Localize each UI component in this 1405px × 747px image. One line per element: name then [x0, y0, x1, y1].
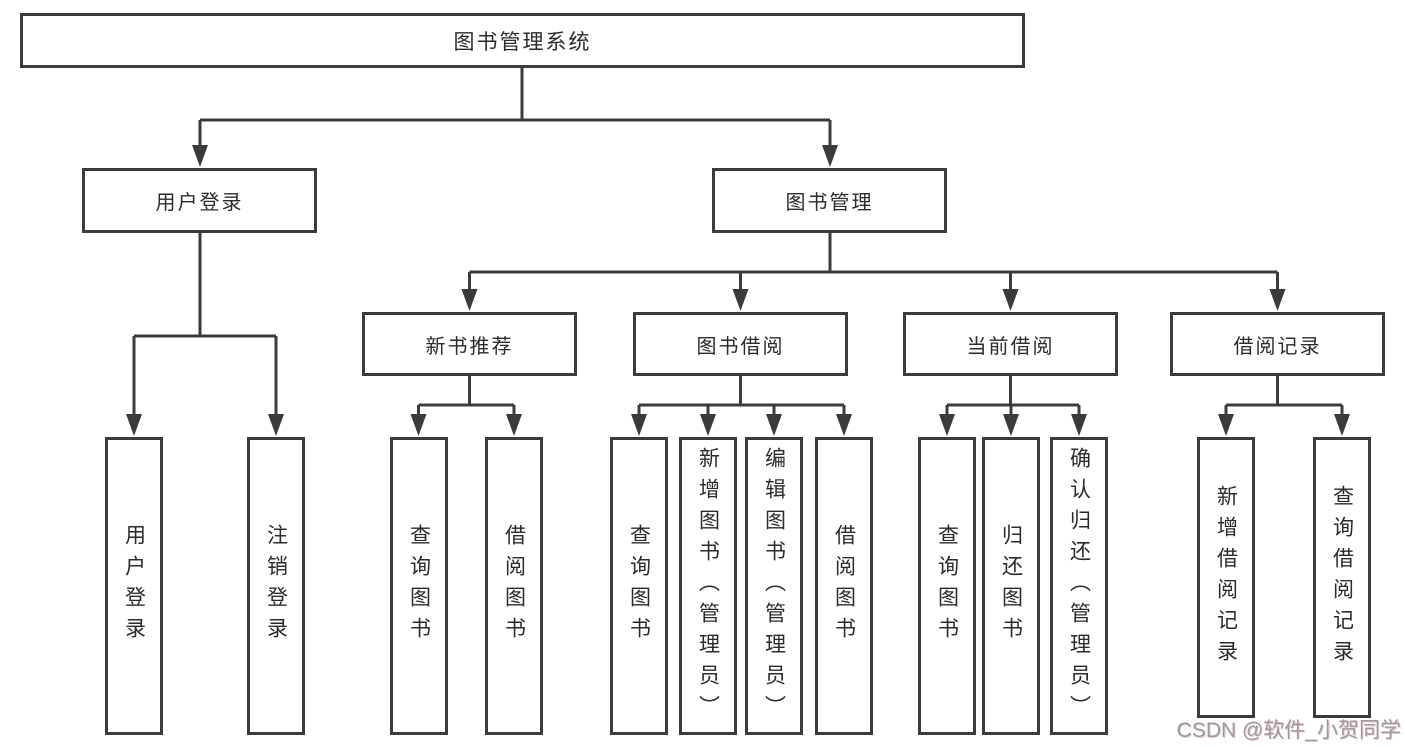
- watermark: CSDN @软件_小贺同学: [1176, 719, 1401, 742]
- node-borrow-books-recommend: 借阅图书: [485, 437, 543, 735]
- node-root: 图书管理系统: [20, 13, 1025, 68]
- node-label: 用户登录: [122, 524, 146, 648]
- node-borrow-records: 借阅记录: [1170, 312, 1385, 376]
- node-add-borrow-record: 新增借阅记录: [1197, 437, 1255, 718]
- node-book-management: 图书管理: [712, 168, 947, 233]
- node-label: 查询借阅记录: [1330, 484, 1354, 671]
- node-label: 查询图书: [935, 524, 959, 648]
- node-return-book: 归还图书: [982, 437, 1040, 735]
- node-book-borrow: 图书借阅: [633, 312, 848, 376]
- node-label: 确认归还（管理员）: [1067, 446, 1091, 726]
- node-label: 新增图书（管理员）: [696, 446, 720, 726]
- node-label: 编辑图书（管理员）: [762, 446, 786, 726]
- node-current-borrow: 当前借阅: [903, 312, 1118, 376]
- node-label: 查询图书: [627, 524, 651, 648]
- node-edit-book-admin: 编辑图书（管理员）: [745, 437, 803, 735]
- node-logout-leaf: 注销登录: [247, 437, 305, 735]
- node-label: 新增借阅记录: [1214, 484, 1238, 671]
- node-new-book-recommend: 新书推荐: [362, 312, 577, 376]
- node-query-books-borrow: 查询图书: [610, 437, 668, 735]
- node-label: 借阅图书: [502, 524, 526, 648]
- node-user-login: 用户登录: [82, 168, 317, 233]
- node-label: 归还图书: [999, 524, 1023, 648]
- node-query-borrow-record: 查询借阅记录: [1313, 437, 1371, 718]
- node-user-login-leaf: 用户登录: [105, 437, 163, 735]
- node-add-book-admin: 新增图书（管理员）: [679, 437, 737, 735]
- node-confirm-return-admin: 确认归还（管理员）: [1050, 437, 1108, 735]
- node-query-books-current: 查询图书: [918, 437, 976, 735]
- node-label: 借阅图书: [832, 524, 856, 648]
- node-label: 查询图书: [407, 524, 431, 648]
- node-label: 注销登录: [264, 524, 288, 648]
- node-borrow-books-leaf: 借阅图书: [815, 437, 873, 735]
- node-query-books-recommend: 查询图书: [390, 437, 448, 735]
